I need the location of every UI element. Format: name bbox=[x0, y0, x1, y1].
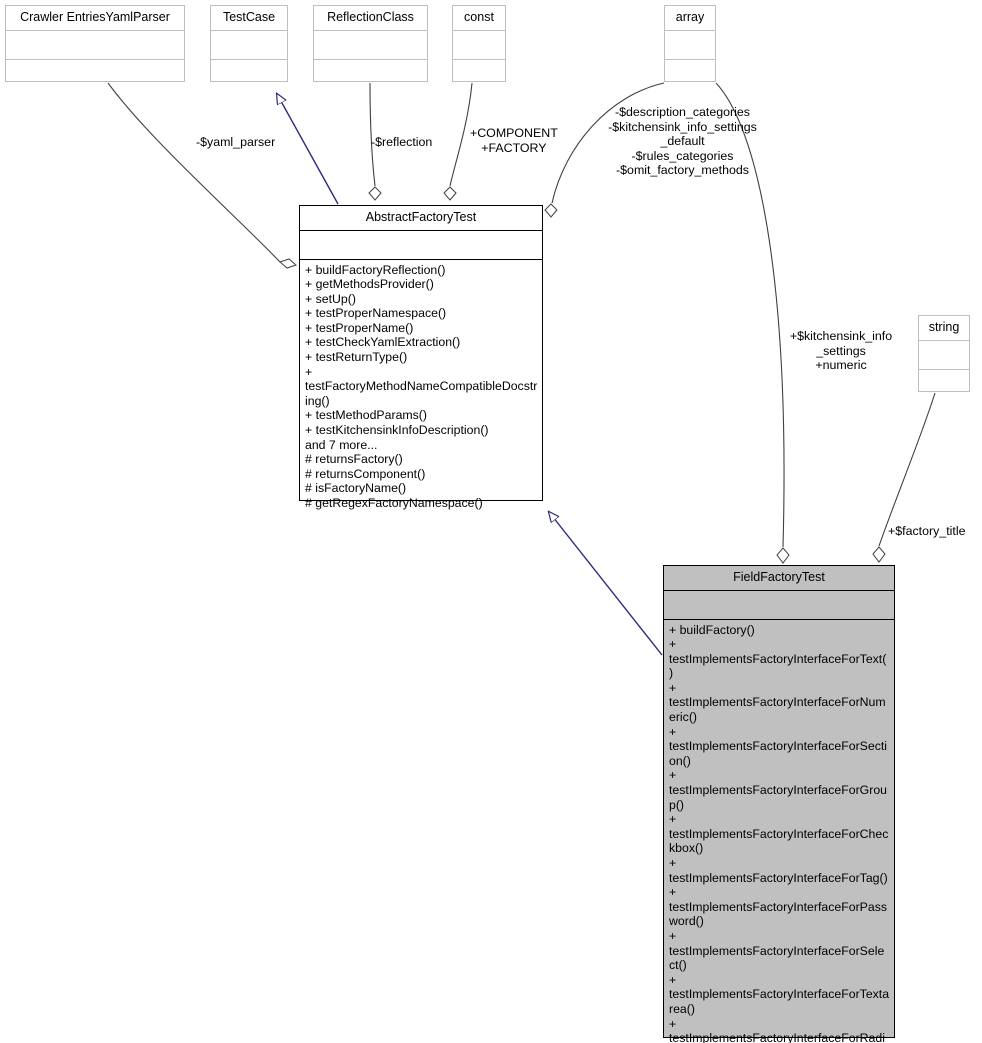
class-operation: and 7 more... bbox=[305, 437, 378, 452]
class-attributes bbox=[300, 231, 542, 260]
class-operations bbox=[314, 60, 427, 90]
edge-label-string-to-field: +$factory_title bbox=[888, 524, 966, 538]
class-operations bbox=[665, 60, 715, 90]
class-title: ReflectionClass bbox=[314, 6, 427, 31]
class-operations bbox=[453, 60, 505, 90]
class-attributes bbox=[665, 31, 715, 60]
class-attributes bbox=[919, 341, 969, 370]
class-attributes bbox=[453, 31, 505, 60]
class-box-array[interactable]: array bbox=[664, 5, 716, 82]
class-operation: + testMethodParams() bbox=[305, 408, 427, 423]
class-box-string[interactable]: string bbox=[918, 315, 970, 392]
class-operation: + testImplementsFactoryInterfaceForSecti… bbox=[669, 724, 888, 768]
class-operation: + testImplementsFactoryInterfaceForSelec… bbox=[669, 928, 885, 973]
edge-inherit-abstract bbox=[549, 512, 663, 656]
class-box-crawler-entries-yaml-parser[interactable]: Crawler EntriesYamlParser bbox=[5, 5, 185, 82]
class-title: string bbox=[919, 316, 969, 341]
class-box-reflection-class[interactable]: ReflectionClass bbox=[313, 5, 428, 82]
class-operation: # getRegexFactoryNamespace() bbox=[305, 496, 483, 510]
class-operation: + testImplementsFactoryInterfaceForNumer… bbox=[669, 680, 886, 725]
class-attributes bbox=[6, 31, 184, 60]
class-operation: + buildFactory() bbox=[669, 622, 755, 637]
edge-const bbox=[443, 82, 473, 201]
edge-yaml-parser bbox=[107, 82, 297, 269]
edge-label-reflection: -$reflection bbox=[371, 135, 433, 149]
class-attributes bbox=[664, 591, 894, 620]
class-attributes bbox=[314, 31, 427, 60]
class-box-field-factory-test[interactable]: FieldFactoryTest + buildFactory()+ testI… bbox=[663, 565, 895, 1043]
edge-inherit-testcase bbox=[277, 94, 339, 205]
class-operation: + buildFactoryReflection() bbox=[305, 262, 446, 277]
class-operations bbox=[919, 370, 969, 400]
class-operations: + buildFactoryReflection()+ getMethodsPr… bbox=[300, 260, 542, 514]
class-operations: + buildFactory()+ testImplementsFactoryI… bbox=[664, 620, 894, 1043]
class-attributes bbox=[211, 31, 287, 60]
class-operation: + testImplementsFactoryInterfaceForText(… bbox=[669, 637, 887, 681]
class-operation: + getMethodsProvider() bbox=[305, 277, 434, 292]
class-operations bbox=[6, 60, 184, 90]
class-operation: + testProperName() bbox=[305, 320, 414, 335]
class-title: const bbox=[453, 6, 505, 31]
class-operation: # returnsComponent() bbox=[305, 466, 426, 481]
class-title: AbstractFactoryTest bbox=[300, 206, 542, 231]
edge-label-array-to-field: +$kitchensink_info _settings +numeric bbox=[789, 329, 893, 372]
class-operation: + testImplementsFactoryInterfaceForGroup… bbox=[669, 768, 888, 812]
class-operation: # isFactoryName() bbox=[305, 481, 407, 496]
class-operation: + testProperNamespace() bbox=[305, 306, 447, 321]
class-operations bbox=[211, 60, 287, 90]
class-operation: + setUp() bbox=[305, 291, 356, 306]
class-title: FieldFactoryTest bbox=[664, 566, 894, 591]
class-title: array bbox=[665, 6, 715, 31]
class-operation: + testReturnType() bbox=[305, 350, 408, 365]
class-operation: + testImplementsFactoryInterfaceForTexta… bbox=[669, 972, 890, 1016]
class-operation: + testImplementsFactoryInterfaceForTag() bbox=[669, 856, 888, 885]
class-box-testcase[interactable]: TestCase bbox=[210, 5, 288, 82]
class-operation: + testImplementsFactoryInterfaceForPassw… bbox=[669, 885, 888, 929]
class-operation: + testCheckYamlExtraction() bbox=[305, 335, 461, 350]
class-operation: # returnsFactory() bbox=[305, 452, 403, 467]
edge-label-component-factory: +COMPONENT +FACTORY bbox=[470, 126, 558, 155]
edge-label-yaml-parser: -$yaml_parser bbox=[196, 135, 276, 149]
class-operation: + testImplementsFactoryInterfaceForRadio… bbox=[669, 1016, 885, 1043]
class-operation: + testImplementsFactoryInterfaceForCheck… bbox=[669, 812, 889, 856]
edge-label-array-to-abstract: -$description_categories -$kitchensink_i… bbox=[608, 105, 757, 177]
class-box-const[interactable]: const bbox=[452, 5, 506, 82]
class-operation: + testFactoryMethodNameCompatibleDocstri… bbox=[305, 364, 538, 408]
class-title: Crawler EntriesYamlParser bbox=[6, 6, 184, 31]
class-box-abstract-factory-test[interactable]: AbstractFactoryTest + buildFactoryReflec… bbox=[299, 205, 543, 510]
class-title: TestCase bbox=[211, 6, 287, 31]
class-operation: + testKitchensinkInfoDescription() bbox=[305, 423, 489, 438]
